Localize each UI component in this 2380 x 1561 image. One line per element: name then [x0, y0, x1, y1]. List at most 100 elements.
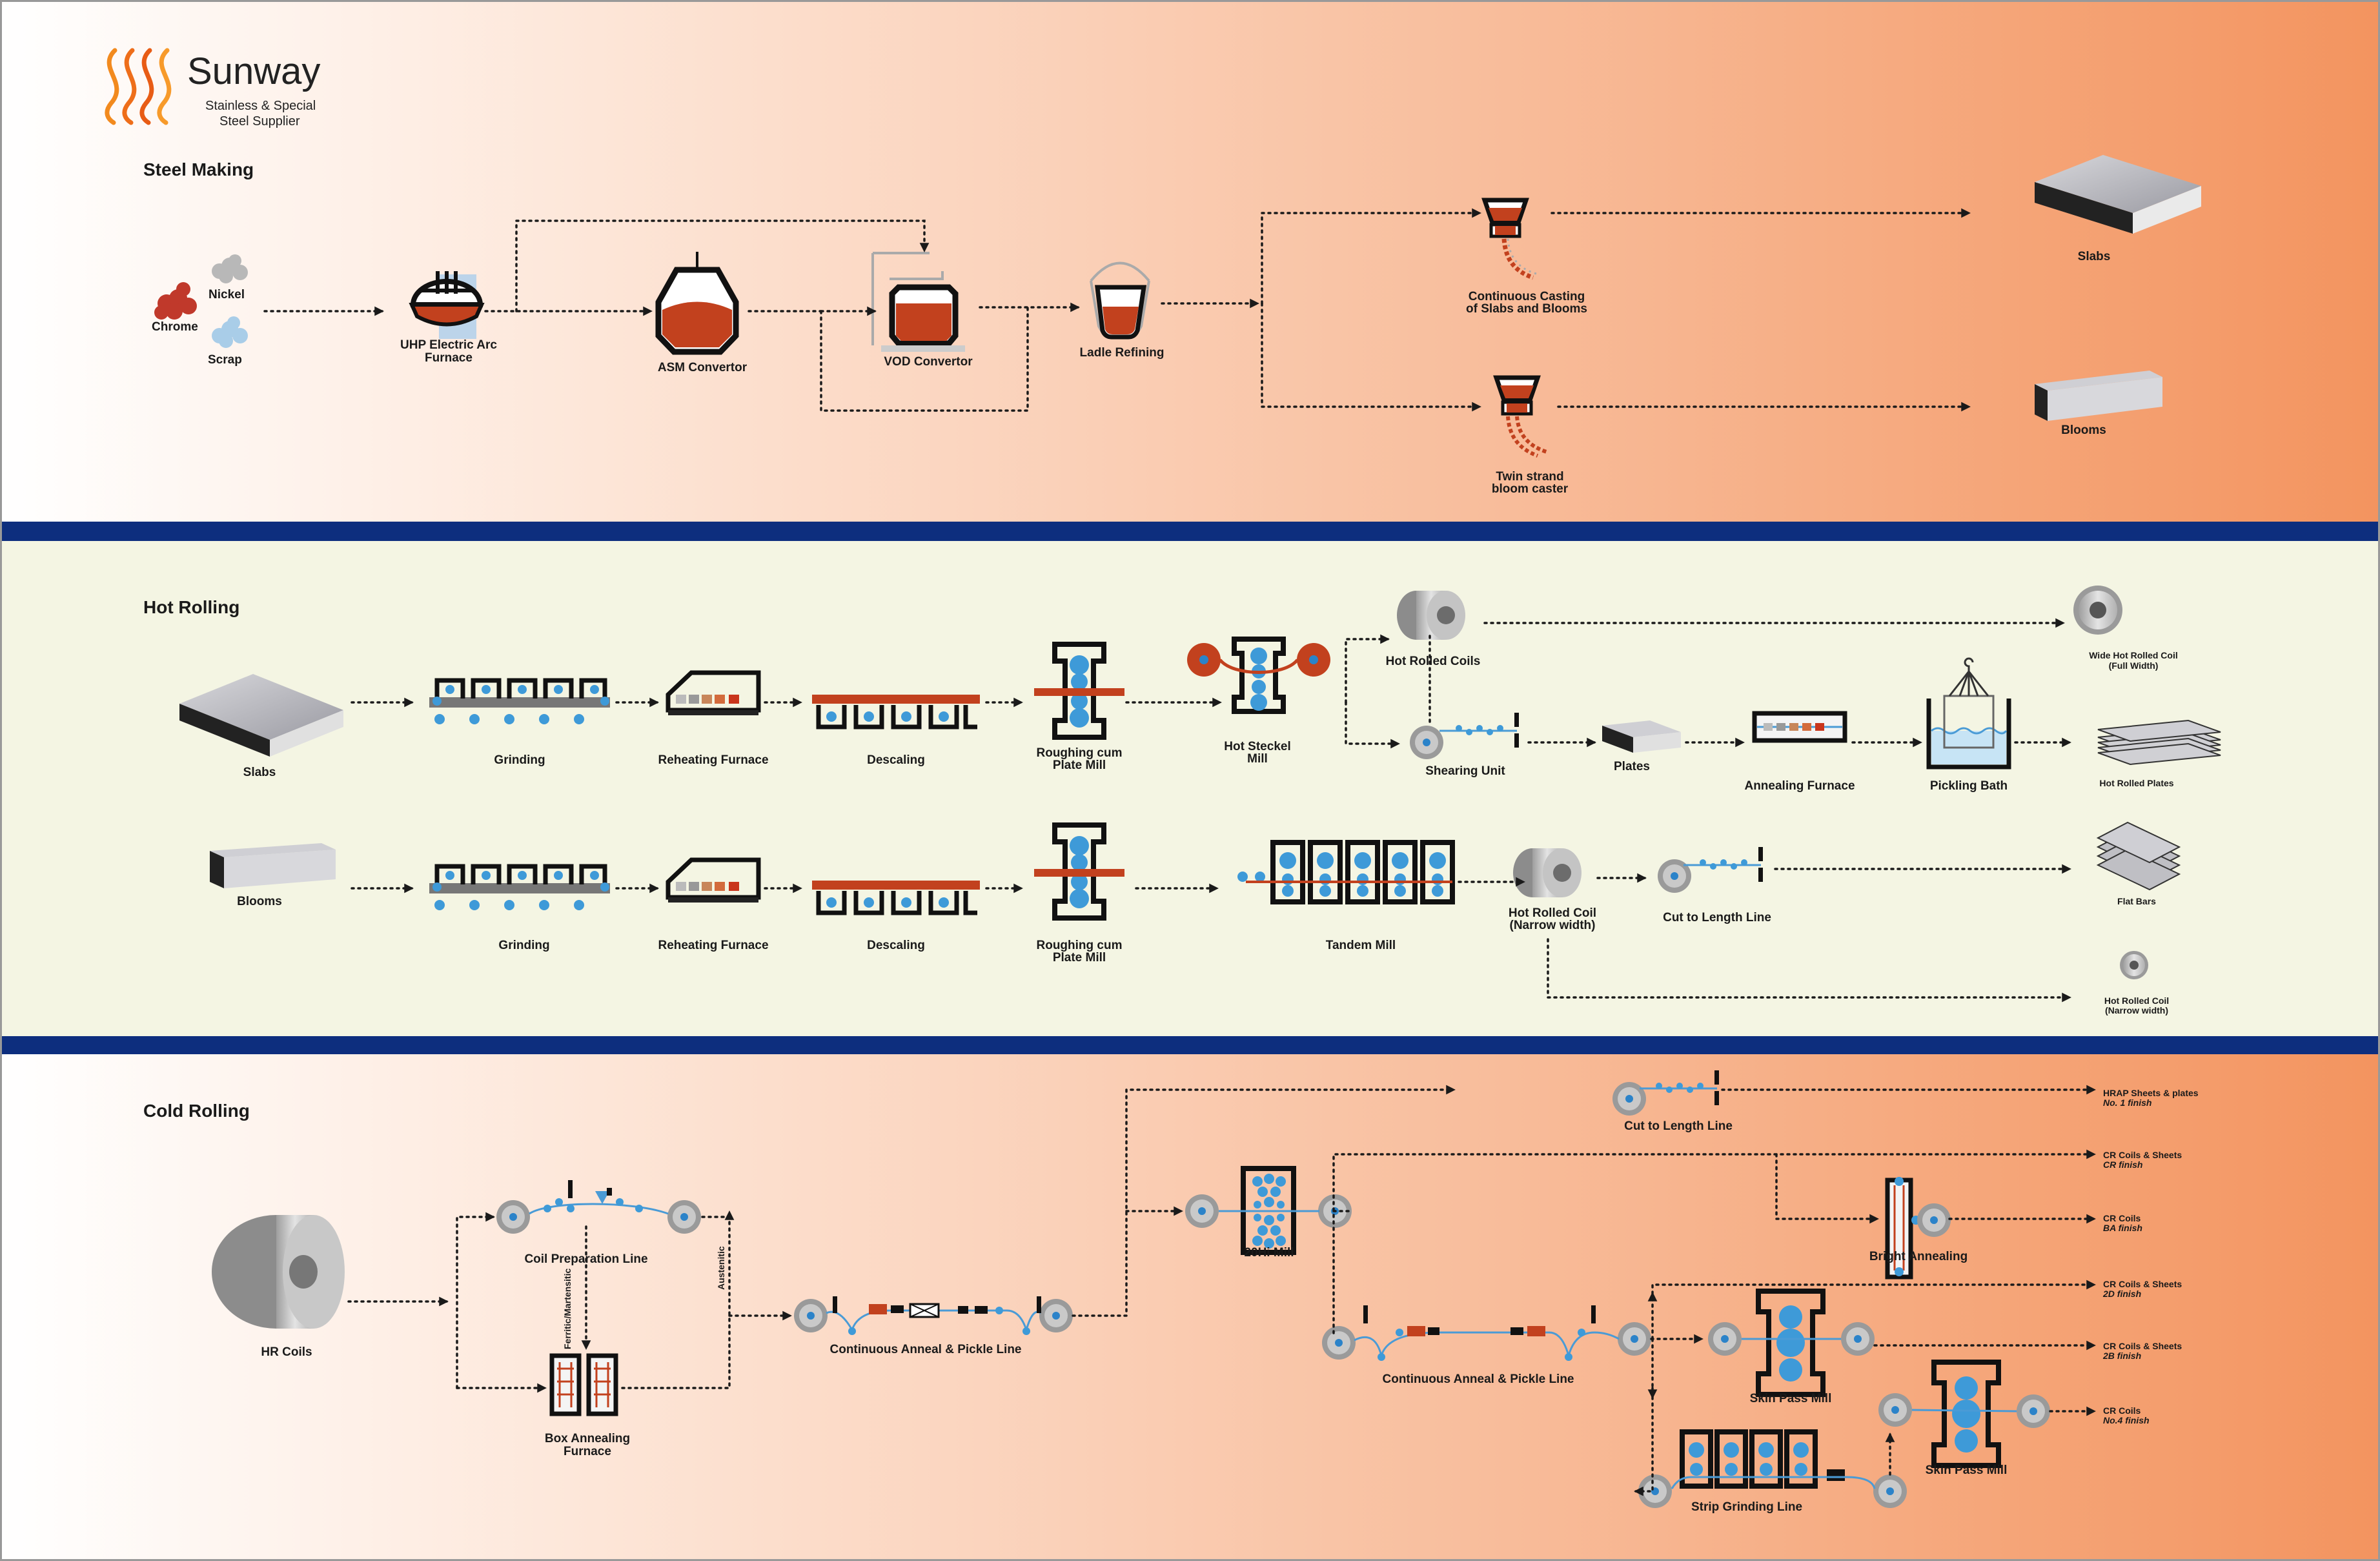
uhp-electric-arc-furnace: UHP Electric Arc Furnace [400, 271, 497, 365]
out-2b-finish: 2B finish [2102, 1351, 2141, 1361]
section-title-hot-rolling: Hot Rolling [143, 597, 239, 617]
reheating-furnace-row1: Reheating Furnace [658, 673, 769, 767]
cold-rolling-outputs: HRAP Sheets & plates No. 1 finish CR Coi… [2102, 1088, 2199, 1425]
label-roughing-row2-2: Plate Mill [1053, 951, 1106, 964]
coil-icon [667, 1200, 701, 1234]
label-steckel-1: Hot Steckel [1224, 740, 1290, 753]
flame-icon [105, 48, 172, 125]
roughing-mill-row1: Roughing cum Plate Mill [1034, 644, 1124, 772]
coil-icon [2017, 1394, 2050, 1428]
coil-icon [1039, 1299, 1073, 1332]
label-hot-slabs: Slabs [243, 766, 276, 779]
coil-icon [1397, 591, 1465, 640]
bright-annealing: Bright Annealing [1869, 1177, 1968, 1280]
plates: Plates [1602, 720, 1681, 773]
coil-icon [1410, 726, 1443, 759]
coil-icon [496, 1200, 530, 1234]
coil-icon [1185, 1194, 1219, 1228]
coil-icon [1618, 1322, 1651, 1356]
label-wide-hr-coil-2: (Full Width) [2109, 660, 2159, 671]
asm-convertor: ASM Convertor [655, 252, 748, 374]
label-asm-convertor: ASM Convertor [658, 361, 748, 374]
label-uhp-furnace-1: UHP Electric Arc [400, 338, 497, 352]
out-hrap-finish: No. 1 finish [2103, 1097, 2151, 1108]
20hi-mill: 20Hi Mill [1185, 1166, 1352, 1260]
hot-blooms-input: Blooms [210, 843, 336, 908]
flat-bars: Flat Bars [2096, 821, 2181, 906]
section-title-steel-making: Steel Making [143, 159, 254, 179]
out-ba-title: CR Coils [2103, 1213, 2141, 1223]
label-skin-pass-1: Skin Pass Mill [1750, 1392, 1832, 1405]
cut-to-length-line-hot: Cut to Length Line [1658, 846, 1771, 924]
label-continuous-casting-1: Continuous Casting [1469, 290, 1585, 303]
label-capl-2: Continuous Anneal & Pickle Line [1383, 1372, 1574, 1386]
out-2d-title: CR Coils & Sheets [2103, 1279, 2182, 1289]
label-box-annealing-2: Furnace [564, 1445, 611, 1458]
label-tandem-mill: Tandem Mill [1326, 939, 1396, 952]
section-divider [0, 522, 2380, 541]
out-2b-title: CR Coils & Sheets [2103, 1341, 2182, 1351]
raw-materials: Nickel Chrome Scrap [152, 254, 248, 367]
label-bright-annealing: Bright Annealing [1869, 1250, 1968, 1263]
section-title-cold-rolling: Cold Rolling [143, 1101, 250, 1121]
hot-rolled-plates: Hot Rolled Plates [2097, 719, 2221, 788]
coil-icon [1841, 1322, 1875, 1356]
grinding-row1: Grinding [429, 680, 610, 767]
cold-rolling-panel [0, 1054, 2380, 1561]
hot-rolling-panel [0, 541, 2380, 1036]
label-skin-pass-2: Skin Pass Mill [1926, 1464, 2008, 1477]
pickling-bath: Pickling Bath [1926, 657, 2011, 793]
label-roughing-row1-1: Roughing cum [1037, 746, 1123, 760]
label-chrome: Chrome [152, 320, 198, 334]
label-hot-blooms: Blooms [237, 895, 282, 908]
label-ctl-cold: Cut to Length Line [1624, 1119, 1733, 1133]
label-uhp-furnace-2: Furnace [425, 351, 473, 365]
label-twin-strand-2: bloom caster [1492, 482, 1569, 496]
coil-icon [1878, 1393, 1912, 1427]
shearing-unit: Shearing Unit [1410, 711, 1520, 778]
coil-icon [1873, 1474, 1907, 1508]
label-hr-coil-narrow-out-2: (Narrow width) [2105, 1005, 2168, 1015]
label-hr-coils: HR Coils [261, 1345, 312, 1359]
continuous-anneal-pickle-line-2: Continuous Anneal & Pickle Line [1322, 1305, 1651, 1386]
sunway-logo: Sunway Stainless & Special Steel Supplie… [105, 48, 320, 128]
skin-pass-mill-2: Skin Pass Mill [1878, 1362, 2050, 1477]
chrome-pile-icon [154, 282, 197, 320]
out-cr-finish: CR finish [2103, 1159, 2142, 1170]
label-scrap: Scrap [208, 353, 242, 367]
hot-slabs-input: Slabs [179, 674, 343, 779]
label-strip-grinding: Strip Grinding Line [1691, 1500, 1802, 1514]
label-hr-coil-narrow-out-1: Hot Rolled Coil [2104, 995, 2169, 1006]
label-hr-coil-narrow-2: (Narrow width) [1510, 919, 1596, 932]
annealing-furnace: Annealing Furnace [1744, 711, 1855, 793]
twin-strand-bloom-caster: Twin strand bloom caster [1492, 375, 1569, 496]
descaling-row1: Descaling [812, 695, 980, 767]
out-cr-title: CR Coils & Sheets [2103, 1150, 2182, 1160]
out-ba-finish: BA finish [2103, 1223, 2142, 1233]
scrap-pile-icon [212, 316, 248, 348]
continuous-casting: Continuous Casting of Slabs and Blooms [1466, 198, 1587, 316]
cold-rolling-flows [347, 1085, 2096, 1496]
coil-icon [1612, 1082, 1646, 1116]
label-20hi-mill: 20Hi Mill [1244, 1246, 1294, 1260]
roughing-mill-row2: Roughing cum Plate Mill [1034, 825, 1124, 964]
steel-making-panel [0, 0, 2380, 522]
grinding-row2: Grinding [429, 866, 610, 952]
label-slabs-output: Slabs [2078, 250, 2111, 263]
skin-pass-mill-1: Skin Pass Mill [1708, 1291, 1875, 1405]
out-2d-finish: 2D finish [2102, 1289, 2141, 1299]
cut-to-length-line-cold: Cut to Length Line [1612, 1069, 1733, 1133]
label-continuous-casting-2: of Slabs and Blooms [1466, 302, 1587, 316]
brand-tagline-2: Steel Supplier [219, 114, 300, 128]
brand-tagline-1: Stainless & Special [205, 99, 316, 113]
label-grinding-row2: Grinding [498, 939, 549, 952]
coil-icon [1322, 1326, 1356, 1360]
label-ferritic-martensitic: Ferritic/Martensitic [562, 1269, 573, 1349]
coil-icon [794, 1299, 828, 1332]
coil-icon [1708, 1322, 1742, 1356]
hr-coils-input: HR Coils [212, 1215, 345, 1359]
tandem-mill: Tandem Mill [1237, 840, 1455, 952]
